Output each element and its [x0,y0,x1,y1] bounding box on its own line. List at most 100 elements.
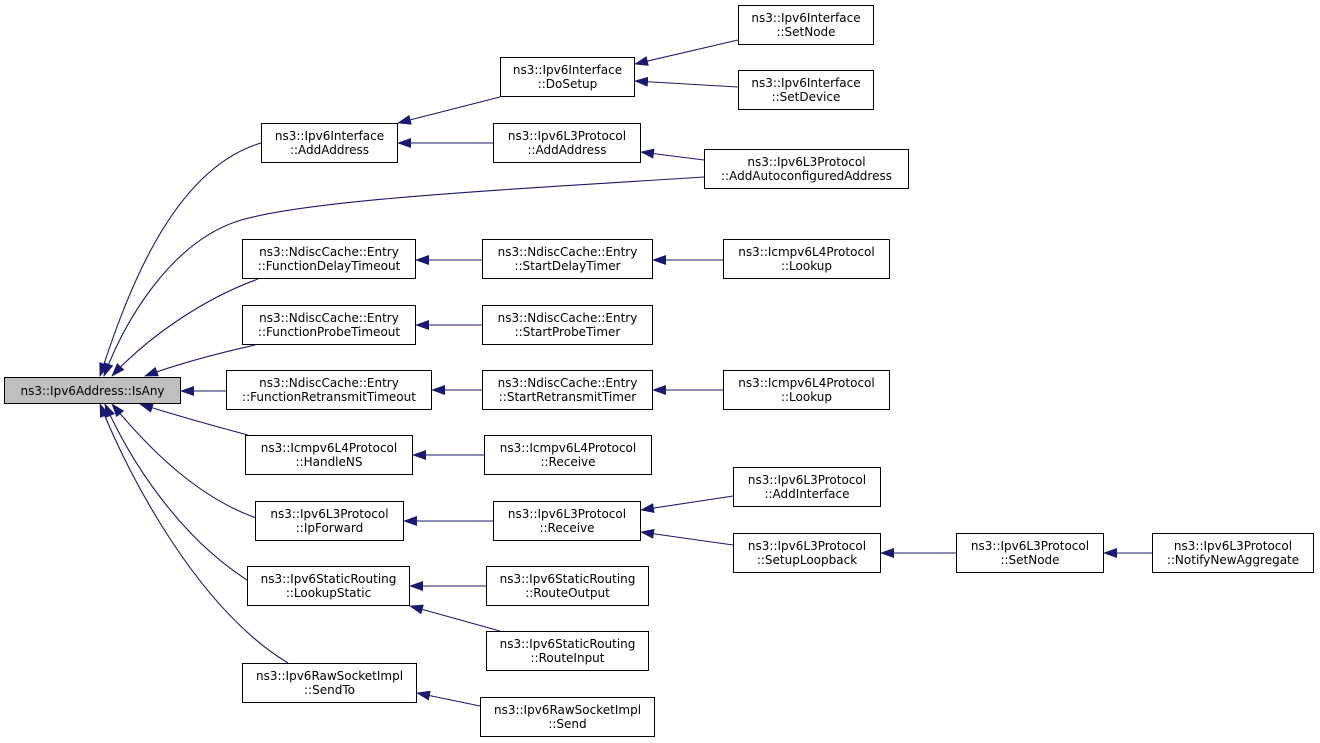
node-ipv6l3protocol-receive[interactable]: ns3::Ipv6L3Protocol ::Receive [493,501,641,541]
node-label: ::SendTo [304,683,355,697]
node-ndisccache-functionprobetimeout[interactable]: ns3::NdiscCache::Entry ::FunctionProbeTi… [242,305,416,345]
node-label: ::DoSetup [537,77,598,91]
node-label: ns3::NdiscCache::Entry [497,245,638,259]
e-setdev-dosetup [634,76,739,88]
node-label: ::NotifyNewAggregate [1166,553,1300,567]
node-label: ns3::NdiscCache::Entry [497,376,638,390]
node-ipv6rawsocketimpl-sendto[interactable]: ns3::Ipv6RawSocketImpl ::SendTo [242,663,417,703]
node-label: ns3::Icmpv6L4Protocol [260,441,398,455]
node-ipv6staticrouting-lookupstatic[interactable]: ns3::Ipv6StaticRouting ::LookupStatic [247,566,410,606]
e-ifadd-isany [99,142,262,377]
node-label: ns3::NdiscCache::Entry [259,311,399,325]
node-label: ::AddInterface [764,487,850,501]
node-label: ns3::Ipv6L3Protocol [747,155,866,169]
node-ipv6staticrouting-routeoutput[interactable]: ns3::Ipv6StaticRouting ::RouteOutput [486,566,649,606]
node-ipv6rawsocketimpl-send[interactable]: ns3::Ipv6RawSocketImpl ::Send [480,697,655,737]
node-icmpv6l4protocol-lookup-1[interactable]: ns3::Icmpv6L4Protocol ::Lookup [723,239,890,279]
node-label: ns3::Ipv6StaticRouting [260,572,397,586]
node-ipv6interface-setnode[interactable]: ns3::Ipv6Interface ::SetNode [738,5,874,45]
node-ipv6interface-addaddress[interactable]: ns3::Ipv6Interface ::AddAddress [261,123,398,163]
node-ipv6l3protocol-addinterface[interactable]: ns3::Ipv6L3Protocol ::AddInterface [733,467,881,507]
node-label: ns3::Ipv6Interface [751,11,861,25]
node-label: ns3::Ipv6L3Protocol [747,539,867,553]
node-ipv6address-isany[interactable]: ns3::Ipv6Address::IsAny [4,377,181,404]
node-label: ns3::Ipv6Address::IsAny [20,383,165,398]
node-label: ::Lookup [780,390,833,404]
node-label: ::Receive [540,455,596,469]
node-ipv6l3protocol-setnode[interactable]: ns3::Ipv6L3Protocol ::SetNode [956,533,1104,573]
node-label: ns3::Icmpv6L4Protocol [738,376,875,390]
node-label: ns3::NdiscCache::Entry [497,311,638,325]
node-label: ns3::Icmpv6L4Protocol [738,245,875,259]
node-icmpv6l4protocol-lookup-2[interactable]: ns3::Icmpv6L4Protocol ::Lookup [723,370,890,410]
node-ndisccache-startdelaytimer[interactable]: ns3::NdiscCache::Entry ::StartDelayTimer [482,239,653,279]
node-label: ::IpForward [295,521,364,535]
node-label: ::SetNode [1000,553,1060,567]
node-ipv6interface-dosetup[interactable]: ns3::Ipv6Interface ::DoSetup [500,57,635,97]
node-ndisccache-startretransmittimer[interactable]: ns3::NdiscCache::Entry ::StartRetransmit… [482,370,653,410]
node-label: ::FunctionRetransmitTimeout [242,390,416,404]
node-ipv6l3protocol-setuploopback[interactable]: ns3::Ipv6L3Protocol ::SetupLoopback [733,533,881,573]
node-ipv6l3protocol-notifynewaggregate[interactable]: ns3::Ipv6L3Protocol ::NotifyNewAggregate [1152,533,1314,573]
e-auto-l3add [640,148,705,161]
node-label: ::FunctionProbeTimeout [257,325,401,339]
node-label: ns3::Ipv6L3Protocol [270,507,389,521]
node-label: ::HandleNS [295,455,363,469]
node-ipv6l3protocol-addaddress[interactable]: ns3::Ipv6L3Protocol ::AddAddress [493,123,641,163]
node-label: ns3::Ipv6L3Protocol [970,539,1090,553]
node-label: ::FunctionDelayTimeout [257,259,401,273]
node-ipv6staticrouting-routeinput[interactable]: ns3::Ipv6StaticRouting ::RouteInput [486,631,649,671]
node-ipv6l3protocol-addautoconfiguredaddress[interactable]: ns3::Ipv6L3Protocol ::AddAutoconfiguredA… [704,149,909,189]
e-addif-l3recv [640,495,734,513]
node-ndisccache-functiondelaytimeout[interactable]: ns3::NdiscCache::Entry ::FunctionDelayTi… [242,239,416,279]
e-dosetup-ifadd [397,96,501,125]
node-ipv6interface-setdevice[interactable]: ns3::Ipv6Interface ::SetDevice [738,70,874,110]
node-label: ::SetupLoopback [756,553,858,567]
e-ipfwd-isany [111,403,263,521]
e-routein-lookup [409,604,501,632]
node-label: ::RouteOutput [525,586,610,600]
e-handlens-isany [139,403,249,436]
e-setuplo-l3recv [640,528,734,546]
node-ndisccache-startprobetimer[interactable]: ns3::NdiscCache::Entry ::StartProbeTimer [482,305,653,345]
node-label: ::StartDelayTimer [514,259,621,273]
node-label: ns3::Ipv6RawSocketImpl [493,703,642,717]
e-sendto-isany [99,403,289,664]
node-label: ns3::Ipv6L3Protocol [507,129,627,143]
node-label: ::LookupStatic [285,586,372,600]
node-label: ::StartProbeTimer [514,325,621,339]
node-label: ns3::Ipv6L3Protocol [1173,539,1293,553]
e-send-sendto [416,690,481,707]
node-label: ns3::Ipv6RawSocketImpl [255,669,404,683]
node-label: ::SetDevice [771,90,841,104]
node-label: ns3::Ipv6L3Protocol [747,473,867,487]
e-auto-isany [103,176,705,377]
node-label: ::StartRetransmitTimer [498,390,637,404]
node-icmpv6l4protocol-receive[interactable]: ns3::Icmpv6L4Protocol ::Receive [484,435,652,475]
e-lookup-isany [104,403,256,586]
node-label: ns3::Ipv6Interface [751,76,861,90]
node-label: ns3::Ipv6Interface [512,63,623,77]
node-label: ::AddAutoconfiguredAddress [721,169,892,183]
node-label: ::RouteInput [530,651,605,665]
node-label: ns3::Icmpv6L4Protocol [499,441,637,455]
node-label: ::AddAddress [289,143,370,157]
node-ndisccache-functionretransmittimeout[interactable]: ns3::NdiscCache::Entry ::FunctionRetrans… [226,370,432,410]
node-label: ns3::Ipv6StaticRouting [499,637,636,651]
node-label: ::Lookup [780,259,833,273]
node-label: ns3::NdiscCache::Entry [259,245,399,259]
e-fdelay-isany [111,278,259,377]
node-icmpv6l4protocol-handlens[interactable]: ns3::Icmpv6L4Protocol ::HandleNS [245,435,413,475]
node-label: ns3::Ipv6L3Protocol [507,507,627,521]
node-label: ns3::Ipv6StaticRouting [499,572,636,586]
node-label: ::Receive [539,521,595,535]
e-fprobe-isany [144,344,256,377]
e-setnode-dosetup [634,39,739,66]
node-label: ns3::NdiscCache::Entry [259,376,399,390]
node-ipv6l3protocol-ipforward[interactable]: ns3::Ipv6L3Protocol ::IpForward [255,501,404,541]
node-label: ::Send [548,717,587,731]
node-label: ns3::Ipv6Interface [274,129,385,143]
node-label: ::AddAddress [527,143,607,157]
